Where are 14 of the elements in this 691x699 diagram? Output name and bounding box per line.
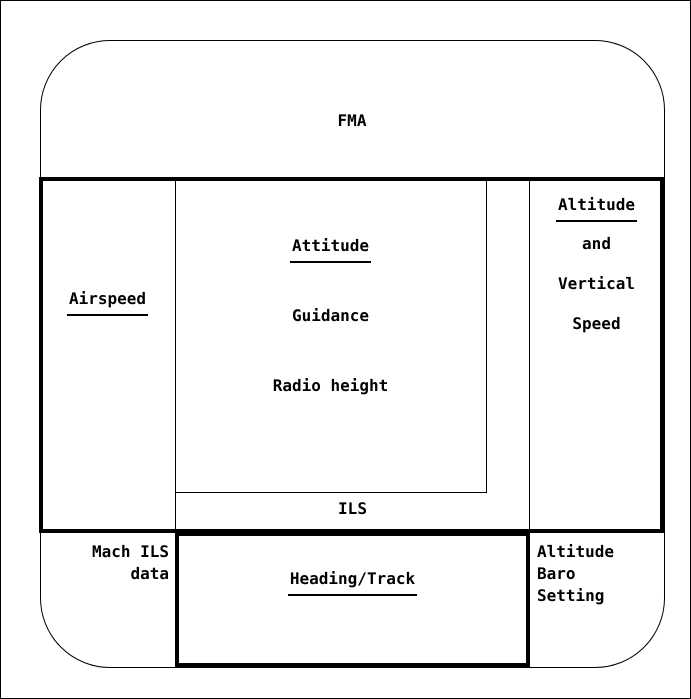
radio-height-label: Radio height bbox=[272, 375, 388, 397]
display-outline bbox=[40, 40, 664, 668]
ils-label: ILS bbox=[338, 498, 367, 520]
altitude-label: Altitude bbox=[556, 190, 638, 222]
guidance-label: Guidance bbox=[292, 305, 370, 327]
heading-track-label: Heading/Track bbox=[288, 564, 418, 596]
mode-annunciator-label: FMA bbox=[338, 110, 366, 132]
attitude-label: Attitude bbox=[290, 231, 372, 263]
vertical-speed-label: and Vertical Speed bbox=[556, 232, 636, 334]
mach-ils-label: Mach ILS data bbox=[90, 541, 169, 585]
airspeed-label: Airspeed bbox=[66, 284, 148, 316]
tape-band bbox=[39, 177, 664, 533]
heading-area bbox=[175, 532, 530, 667]
baro-setting-label: Altitude Baro Setting bbox=[537, 541, 616, 607]
